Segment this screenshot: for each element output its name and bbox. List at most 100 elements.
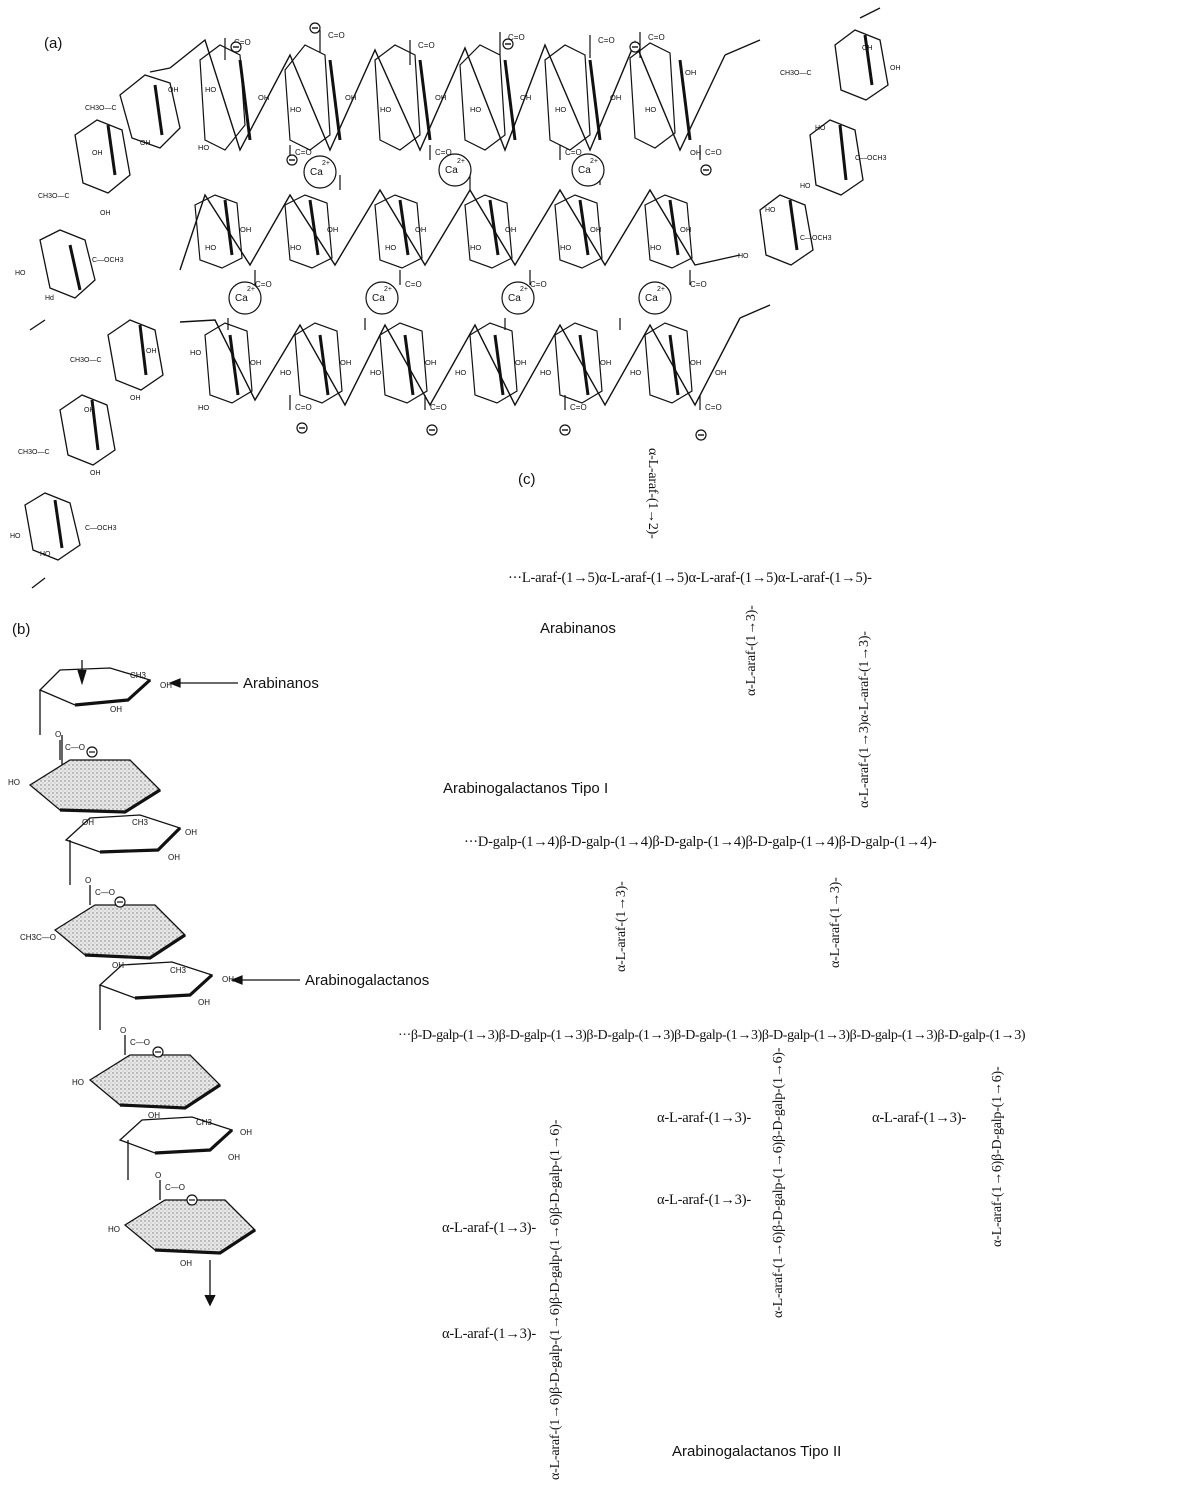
svg-text:OH: OH (130, 395, 141, 402)
svg-text:HO: HO (198, 143, 209, 152)
svg-text:C—OCH3: C—OCH3 (85, 525, 117, 532)
svg-text:CH3O—C: CH3O—C (780, 70, 812, 77)
arabinan-branch-2: α-L-araf-(1→3)α-L-araf-(1→3)- (857, 631, 872, 808)
svg-text:CH3: CH3 (170, 966, 187, 975)
svg-text:CH3O—C: CH3O—C (70, 357, 102, 364)
panel-label-c: (c) (518, 471, 536, 488)
svg-text:OH: OH (240, 225, 251, 234)
type1-caption: Arabinogalactanos Tipo I (443, 780, 609, 797)
panel-label-b: (b) (12, 621, 30, 638)
svg-text:HO: HO (72, 1078, 84, 1087)
calcium-ion (638, 281, 672, 315)
svg-text:OH: OH (228, 1153, 240, 1162)
type2-side-2: α-L-araf-(1→3)- (442, 1326, 536, 1342)
svg-text:OH: OH (680, 225, 691, 234)
svg-text:Ca: Ca (235, 293, 248, 304)
svg-text:Ca: Ca (645, 293, 658, 304)
svg-text:C=O: C=O (598, 36, 615, 45)
svg-text:OH: OH (84, 407, 95, 414)
svg-text:OH: OH (140, 140, 151, 147)
svg-text:2+: 2+ (247, 286, 255, 293)
svg-text:HO: HO (385, 243, 396, 252)
calcium-ion (501, 281, 535, 315)
calcium-ion (303, 155, 337, 189)
rhamnogalacturonan-chain (28, 660, 257, 1307)
svg-text:OH: OH (110, 705, 122, 714)
svg-text:OH: OH (112, 961, 124, 970)
svg-text:2+: 2+ (384, 286, 392, 293)
svg-text:C=O: C=O (435, 148, 452, 157)
svg-text:HO: HO (290, 105, 301, 114)
svg-text:Ca: Ca (578, 165, 591, 176)
svg-text:HO: HO (108, 1225, 120, 1234)
svg-text:C=O: C=O (430, 403, 447, 412)
calcium-ion (228, 281, 262, 315)
svg-text:OH: OH (515, 358, 526, 367)
svg-text:O: O (120, 1026, 126, 1035)
svg-text:C—O: C—O (95, 888, 115, 897)
svg-text:HO: HO (650, 243, 661, 252)
calcium-labels: Ca2+ Ca2+ Ca2+ Ca2+ Ca2+ Ca2+ Ca2+ (235, 158, 665, 304)
type2-side-3: α-L-araf-(1→3)- (657, 1110, 751, 1126)
svg-text:C=O: C=O (295, 148, 312, 157)
svg-text:OH: OH (610, 93, 621, 102)
svg-text:OH: OH (862, 45, 873, 52)
svg-text:CH3O—C: CH3O—C (18, 449, 50, 456)
svg-text:OH: OH (92, 150, 103, 157)
svg-text:HO: HO (198, 403, 209, 412)
svg-text:HO: HO (560, 243, 571, 252)
svg-text:HO: HO (8, 778, 20, 787)
arabinan-main-chain: ···L-araf-(1→5)α-L-araf-(1→5)α-L-araf-(1… (508, 570, 872, 586)
calcium-ion (365, 281, 399, 315)
svg-text:OH: OH (345, 93, 356, 102)
svg-text:2+: 2+ (322, 160, 330, 167)
svg-text:2+: 2+ (520, 286, 528, 293)
svg-text:OH: OH (690, 148, 701, 157)
svg-text:C—O: C—O (65, 743, 85, 752)
svg-text:HO: HO (645, 105, 656, 114)
svg-text:C=O: C=O (405, 280, 422, 289)
svg-text:C—O: C—O (130, 1038, 150, 1047)
negative-charge-markers (230, 22, 712, 441)
svg-text:OH: OH (82, 818, 94, 827)
svg-text:OH: OH (222, 975, 234, 984)
svg-text:OH: OH (146, 348, 157, 355)
svg-text:OH: OH (160, 681, 172, 690)
svg-text:C=O: C=O (570, 403, 587, 412)
svg-text:2+: 2+ (657, 286, 665, 293)
calcium-ions (228, 153, 672, 315)
svg-text:HO: HO (280, 368, 291, 377)
svg-text:C=O: C=O (328, 31, 345, 40)
backbone-rings (194, 42, 693, 404)
chain-row-2 (179, 188, 741, 271)
svg-text:OH: OH (180, 1259, 192, 1268)
svg-text:OH: OH (685, 68, 696, 77)
svg-text:HO: HO (540, 368, 551, 377)
svg-text:OH: OH (505, 225, 516, 234)
svg-text:HO: HO (370, 368, 381, 377)
svg-text:OH: OH (327, 225, 338, 234)
svg-text:CH3O—C: CH3O—C (38, 193, 70, 200)
panel-label-a: (a) (44, 35, 62, 52)
svg-text:HO: HO (10, 533, 21, 540)
arabinan-branch-1: α-L-araf-(1→3)- (744, 605, 759, 696)
arabinan-caption: Arabinanos (540, 620, 616, 637)
carboxylate-charges-b (86, 746, 198, 1206)
svg-text:OH: OH (415, 225, 426, 234)
svg-text:C=O: C=O (418, 41, 435, 50)
svg-text:OH: OH (520, 93, 531, 102)
svg-text:OH: OH (890, 65, 901, 72)
svg-text:HO: HO (290, 243, 301, 252)
svg-text:O: O (85, 876, 91, 885)
svg-text:O: O (55, 730, 61, 739)
svg-text:HO: HO (205, 243, 216, 252)
svg-text:C=O: C=O (705, 403, 722, 412)
type2-side-4: α-L-araf-(1→3)- (657, 1192, 751, 1208)
svg-text:OH: OH (715, 368, 726, 377)
svg-text:Ca: Ca (310, 167, 323, 178)
svg-text:HO: HO (765, 207, 776, 214)
svg-text:HO: HO (470, 243, 481, 252)
type2-caption: Arabinogalactanos Tipo II (672, 1443, 842, 1460)
